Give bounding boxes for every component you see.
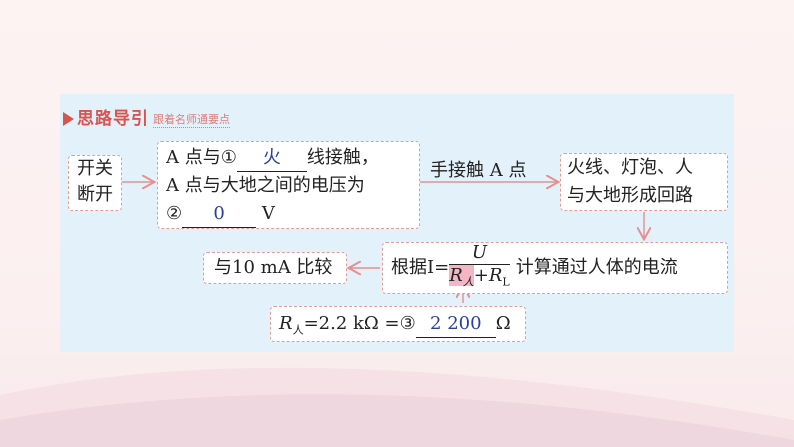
section-header: 思路导引 跟着名师通要点 <box>63 104 230 129</box>
switch-off-box: 开关 断开 <box>68 155 122 211</box>
section-subtitle: 跟着名师通要点 <box>153 113 230 128</box>
fraction-numerator: U <box>449 242 510 266</box>
r-person-symbol: R <box>449 265 463 287</box>
switch-line1: 开关 <box>77 158 113 179</box>
formula-prefix: 根据I= <box>391 257 450 278</box>
circuit-box: 火线、灯泡、人 与大地形成回路 <box>560 153 728 211</box>
section-title: 思路导引 <box>77 109 149 129</box>
point-a-suffix: 线接触， <box>306 147 379 168</box>
point-a-line2: A 点与大地之间的电压为 <box>166 175 365 196</box>
point-a-prefix: A 点与 <box>166 147 221 168</box>
current-fraction: U R人+RL <box>449 242 510 294</box>
circle-3-marker: ③ <box>399 313 416 334</box>
circuit-line2: 与大地形成回路 <box>567 185 693 206</box>
answer-blank-3: 2 200 <box>415 311 496 338</box>
circle-2-marker: ② <box>166 203 183 224</box>
resistance-equation: =2.2 kΩ = <box>303 313 400 334</box>
voltage-unit: V <box>261 203 275 224</box>
fraction-denominator: R人+RL <box>449 265 510 294</box>
formula-suffix: 计算通过人体的电流 <box>515 257 678 278</box>
r-symbol: R <box>279 313 293 334</box>
triangle-icon <box>63 112 74 126</box>
answer-blank-2: 0 <box>182 201 257 228</box>
formula-box: 根据I= U R人+RL 计算通过人体的电流 <box>382 242 728 294</box>
r-person-highlight: R人 <box>449 265 474 289</box>
switch-line2: 断开 <box>77 184 113 205</box>
plus-r-l: +R <box>473 265 503 287</box>
compare-box: 与10 mA 比较 <box>203 252 347 284</box>
answer-blank-1: 火 <box>236 145 307 172</box>
r-subscript: 人 <box>292 323 304 337</box>
r-l-subscript: L <box>502 275 510 289</box>
circuit-line1: 火线、灯泡、人 <box>567 157 693 178</box>
ohm-unit: Ω <box>495 313 511 334</box>
r-person-subscript: 人 <box>462 275 474 289</box>
circle-1-marker: ① <box>220 147 237 168</box>
hand-touch-label: 手接触 A 点 <box>430 160 527 181</box>
